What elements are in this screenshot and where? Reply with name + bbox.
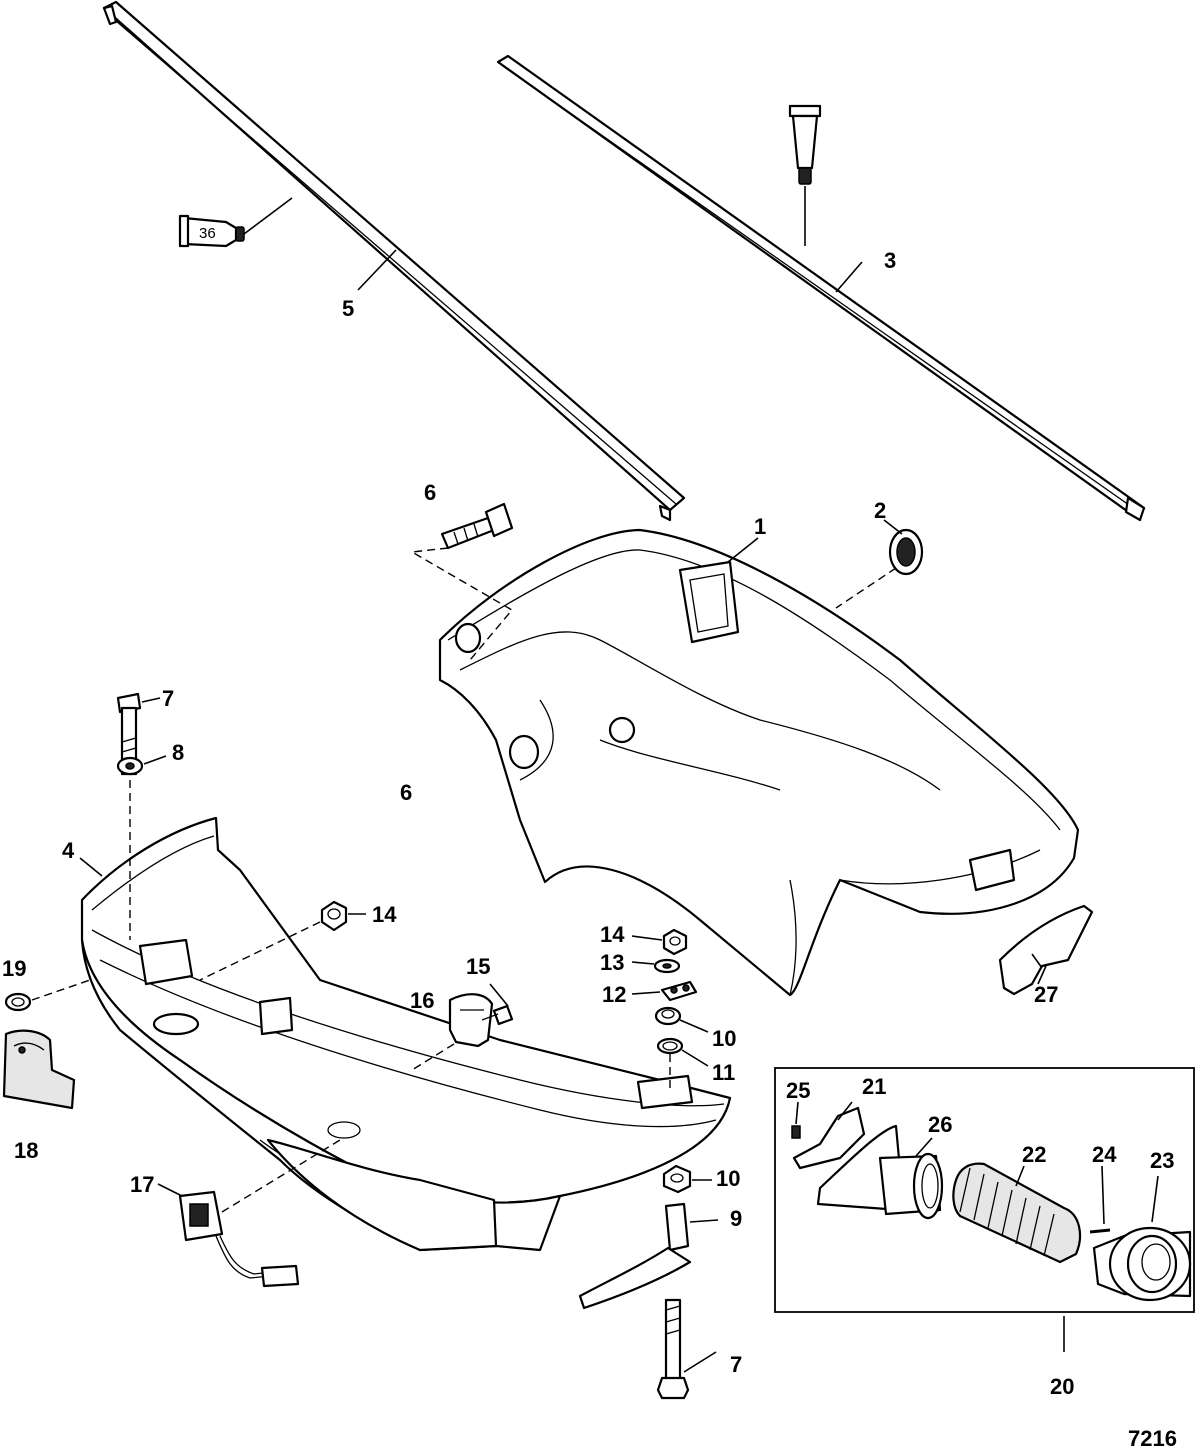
part-14-nut-left: [199, 900, 366, 981]
part-1-bottom-cowl-rear: [438, 528, 1080, 997]
part-17-harness: [157, 1139, 341, 1288]
callout-10-lower: 10: [716, 1166, 740, 1191]
callout-17: 17: [130, 1172, 154, 1197]
part-16-clip: [411, 993, 494, 1071]
part-3-seal-strip: [496, 54, 1146, 522]
callout-6-upper: 6: [424, 480, 436, 505]
callout-12: 12: [602, 982, 626, 1007]
callout-13: 13: [600, 950, 624, 975]
callout-14-right: 14: [600, 922, 625, 947]
callout-7-lower: 7: [730, 1352, 742, 1377]
part-10-bushing-lower: [662, 1164, 712, 1194]
callout-7-upper: 7: [162, 686, 174, 711]
part-9-bracket: [578, 1202, 719, 1310]
figure-number: 7216: [1128, 1426, 1177, 1451]
callout-3: 3: [884, 248, 896, 273]
part-12-plate: [631, 980, 698, 1002]
callout-5: 5: [342, 296, 354, 321]
callout-16: 16: [410, 988, 434, 1013]
callout-11: 11: [712, 1060, 735, 1085]
callout-23: 23: [1150, 1148, 1174, 1173]
part-15-screw: [481, 983, 514, 1026]
callout-25: 25: [786, 1078, 810, 1103]
callout-18: 18: [14, 1138, 38, 1163]
callout-26: 26: [928, 1112, 952, 1137]
part-19-ring: [4, 979, 91, 1012]
part-5-seal-strip: [102, 0, 686, 522]
callout-22: 22: [1022, 1142, 1046, 1167]
callout-24: 24: [1092, 1142, 1117, 1167]
part-23-outlet: [1092, 1175, 1192, 1302]
part-21-bracket: [792, 1101, 866, 1170]
callout-19: 19: [2, 956, 26, 981]
callout-6-lower: 6: [400, 780, 412, 805]
callout-20: 20: [1050, 1374, 1074, 1399]
callout-labels: 1 2 3 4 5 6 6 7 7 8 9 10 10 11 12 13 14 …: [2, 248, 1174, 1399]
callout-1: 1: [754, 514, 766, 539]
part-18-trim-cover: [2, 1029, 76, 1110]
part-10-bushing-upper: [654, 1006, 709, 1033]
callout-21: 21: [862, 1074, 886, 1099]
callout-2: 2: [874, 498, 886, 523]
callout-27: 27: [1034, 982, 1058, 1007]
part-7-bolt-lower: [656, 1298, 717, 1400]
kit-box-20: [774, 1067, 1195, 1352]
callout-10-upper: 10: [712, 1026, 736, 1051]
part-26-shield: [816, 1124, 944, 1220]
leader-lines: [79, 249, 1047, 985]
part-2-grommet: [835, 528, 924, 609]
callout-9: 9: [730, 1206, 742, 1231]
sealant-tube-36: 36: [178, 197, 293, 248]
part-14-nut-right: [631, 928, 688, 956]
callout-4: 4: [62, 838, 75, 863]
part-22-hose: [952, 1162, 1082, 1264]
part-27-strap: [998, 904, 1094, 996]
part-24-screw: [1089, 1165, 1111, 1234]
part-4-bottom-cowl-front: [80, 816, 732, 1252]
sealant-tube-vertical: [788, 104, 822, 246]
callout-8: 8: [172, 740, 184, 765]
part-11-ring: [656, 1037, 709, 1090]
part-13-washer: [631, 958, 681, 974]
callout-15: 15: [466, 954, 490, 979]
callout-14-left: 14: [372, 902, 397, 927]
part-8-washer: [116, 755, 167, 940]
sealant-tube-label: 36: [199, 225, 216, 242]
part-6-screw-upper: [409, 502, 514, 661]
part-25-screw: [791, 1101, 801, 1139]
